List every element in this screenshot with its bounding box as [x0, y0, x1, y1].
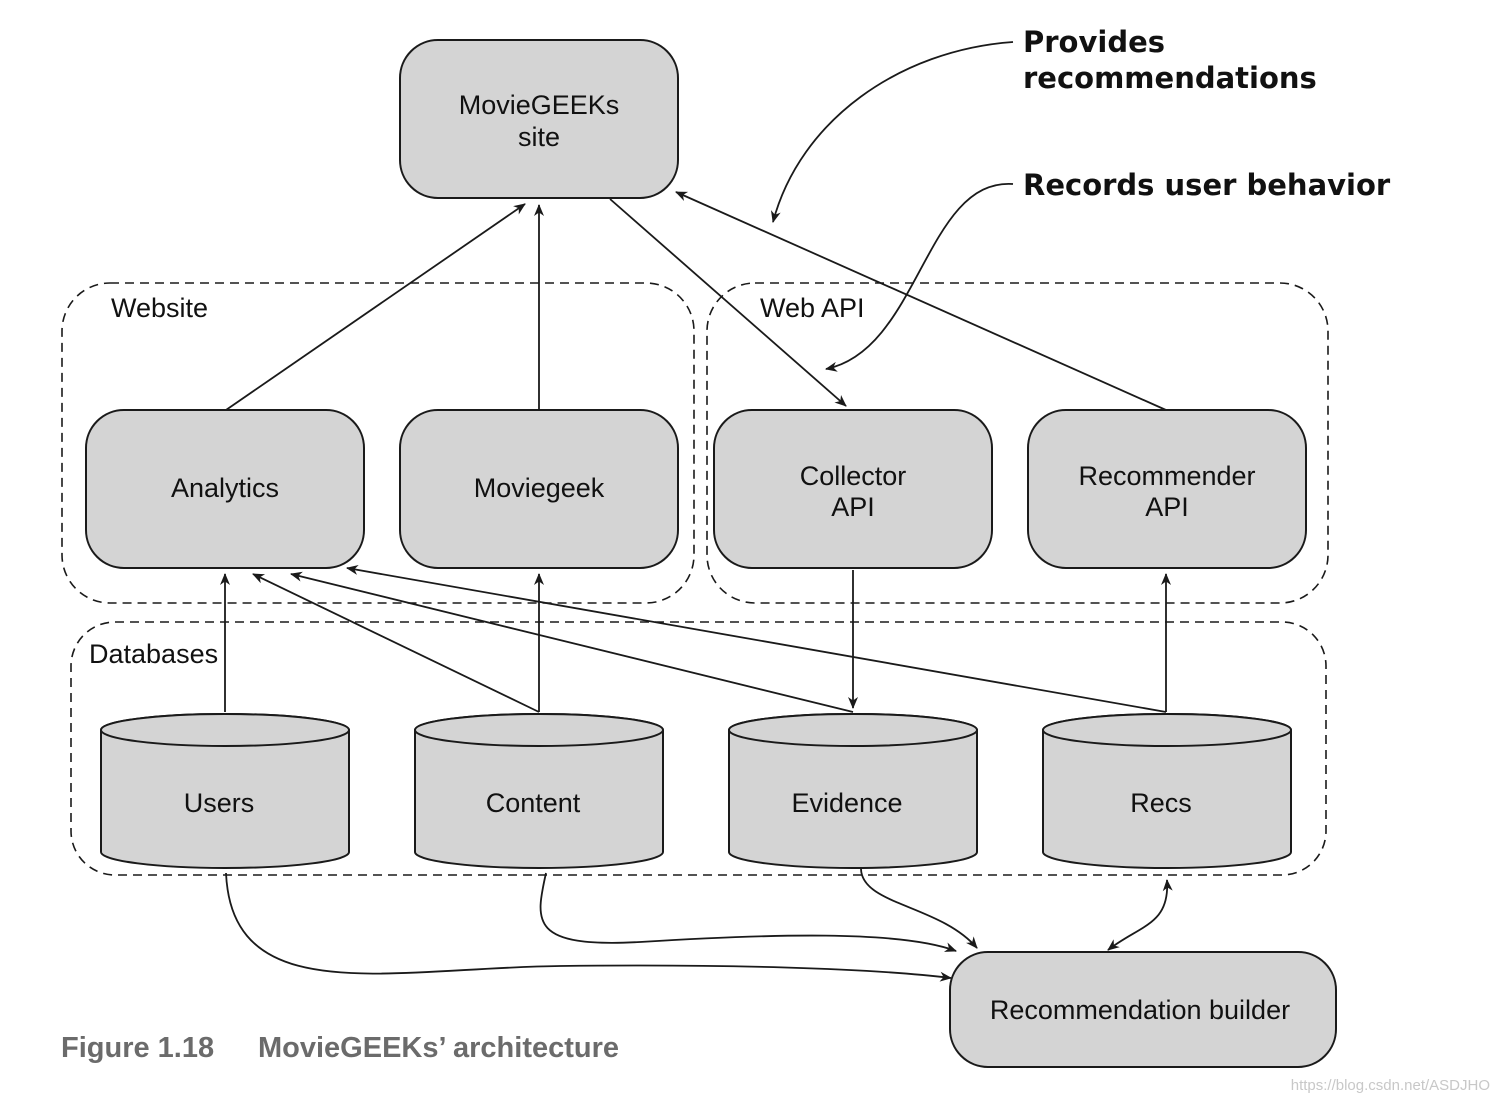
edge-analytics-site	[225, 203, 526, 411]
figure-caption: Figure 1.18 MovieGEEKs’ architecture	[61, 1032, 619, 1064]
annotation-provides-line-1: Provides	[1023, 25, 1165, 59]
figure-caption-text: MovieGEEKs’ architecture	[258, 1032, 619, 1064]
group-website: Website	[61, 282, 695, 604]
db-evidence: Evidence	[728, 713, 978, 869]
group-databases: Databases	[70, 621, 1327, 876]
group-web-api: Web API	[706, 282, 1329, 604]
annotation-records-user-behavior: Records user behavior	[1023, 168, 1391, 202]
annotation-provides-line-2: recommendations	[1023, 61, 1317, 95]
edge-content-builder	[539, 872, 957, 952]
node-analytics: Analytics	[85, 409, 365, 569]
db-recs-label: Recs	[1130, 788, 1192, 818]
watermark-text: https://blog.csdn.net/ASDJHO	[1291, 1077, 1490, 1094]
edge-annotation-provides	[770, 41, 1014, 223]
edge-annotation-records	[825, 183, 1014, 372]
annotation-provides-recommendations: Provides recommendations	[1023, 25, 1317, 95]
edges	[220, 41, 1173, 982]
node-collector-api-label-1: Collector	[800, 461, 907, 491]
node-moviegeeks-site: MovieGEEKs site	[399, 39, 679, 199]
edge-content-analytics	[252, 573, 540, 713]
edge-evidence-analytics	[290, 571, 854, 713]
node-recommendation-builder: Recommendation builder	[949, 951, 1337, 1068]
node-recommender-api-label-2: API	[1145, 492, 1189, 522]
edge-evidence-builder	[860, 868, 978, 949]
edge-site-collector	[609, 198, 847, 407]
annotation-records-line: Records user behavior	[1023, 168, 1391, 202]
db-users-label: Users	[184, 788, 255, 818]
node-recommendation-builder-label: Recommendation builder	[990, 995, 1290, 1025]
db-content-label: Content	[486, 788, 581, 818]
group-website-label: Website	[111, 293, 208, 323]
figure-caption-number: Figure 1.18	[61, 1032, 214, 1064]
node-moviegeek: Moviegeek	[399, 409, 679, 569]
node-recommender-api-label-1: Recommender	[1078, 461, 1255, 491]
group-web-api-label: Web API	[760, 293, 865, 323]
db-recs: Recs	[1042, 713, 1292, 869]
node-moviegeeks-site-label-2: site	[518, 122, 560, 152]
edge-users-builder	[225, 872, 952, 982]
node-collector-api-label-2: API	[831, 492, 875, 522]
edge-recommender-site	[675, 191, 1167, 411]
db-evidence-label: Evidence	[791, 788, 902, 818]
db-users: Users	[100, 713, 350, 869]
node-moviegeeks-site-label-1: MovieGEEKs	[459, 90, 620, 120]
node-recommender-api: Recommender API	[1027, 409, 1307, 569]
node-analytics-label: Analytics	[171, 473, 279, 503]
node-collector-api: Collector API	[713, 409, 993, 569]
db-content: Content	[414, 713, 664, 869]
node-moviegeek-label: Moviegeek	[474, 473, 605, 503]
group-databases-label: Databases	[89, 639, 218, 669]
edge-recs-analytics	[346, 564, 1167, 713]
edge-builder-recs	[1107, 879, 1173, 951]
